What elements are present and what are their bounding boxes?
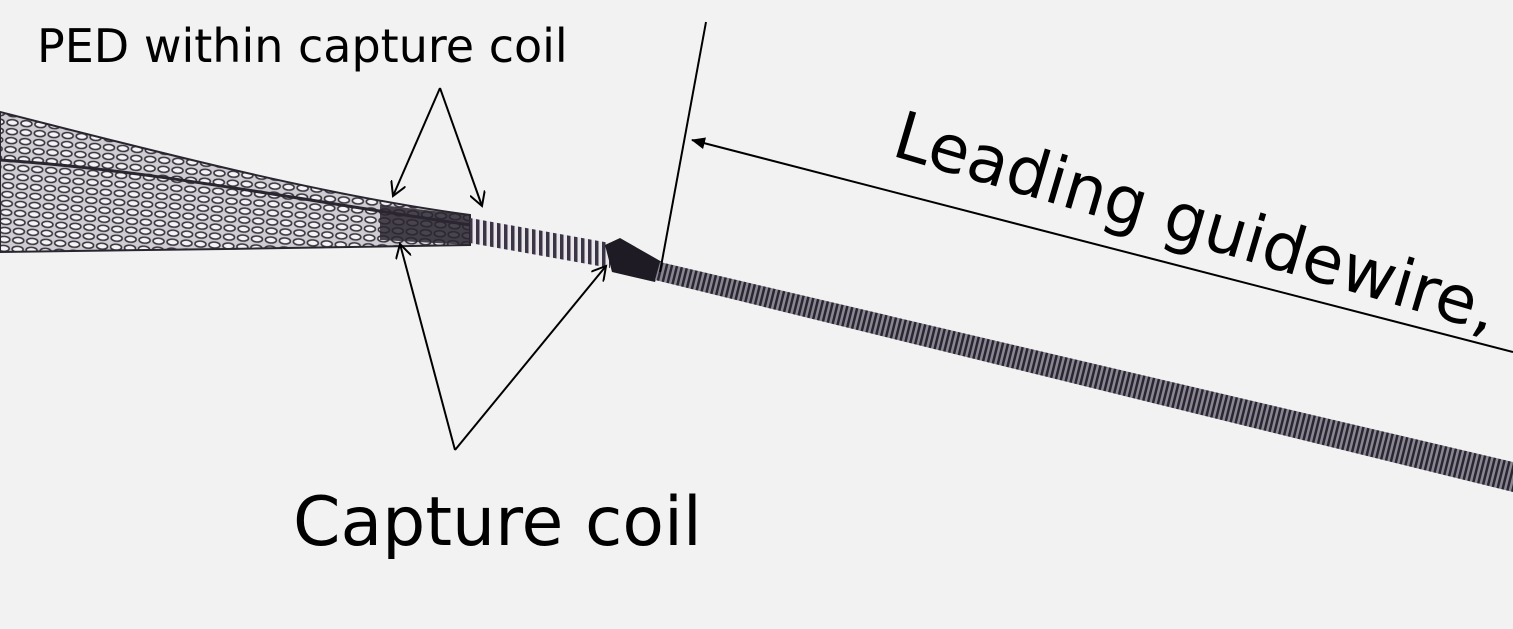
guidewire-dimension: [659, 21, 1513, 353]
ped-arrows: [393, 87, 482, 206]
capture-coil-arrows: [400, 244, 606, 451]
ped-label: PED within capture coil: [37, 19, 568, 73]
capture-coil-label: Capture coil: [293, 483, 702, 562]
leading-guidewire-label: Leading guidewire,: [885, 97, 1507, 349]
leading-guidewire: [655, 262, 1513, 492]
ped-mesh-cone: [0, 110, 471, 254]
capture-coil-segment: [470, 218, 610, 268]
guidewire-tip: [605, 238, 662, 282]
